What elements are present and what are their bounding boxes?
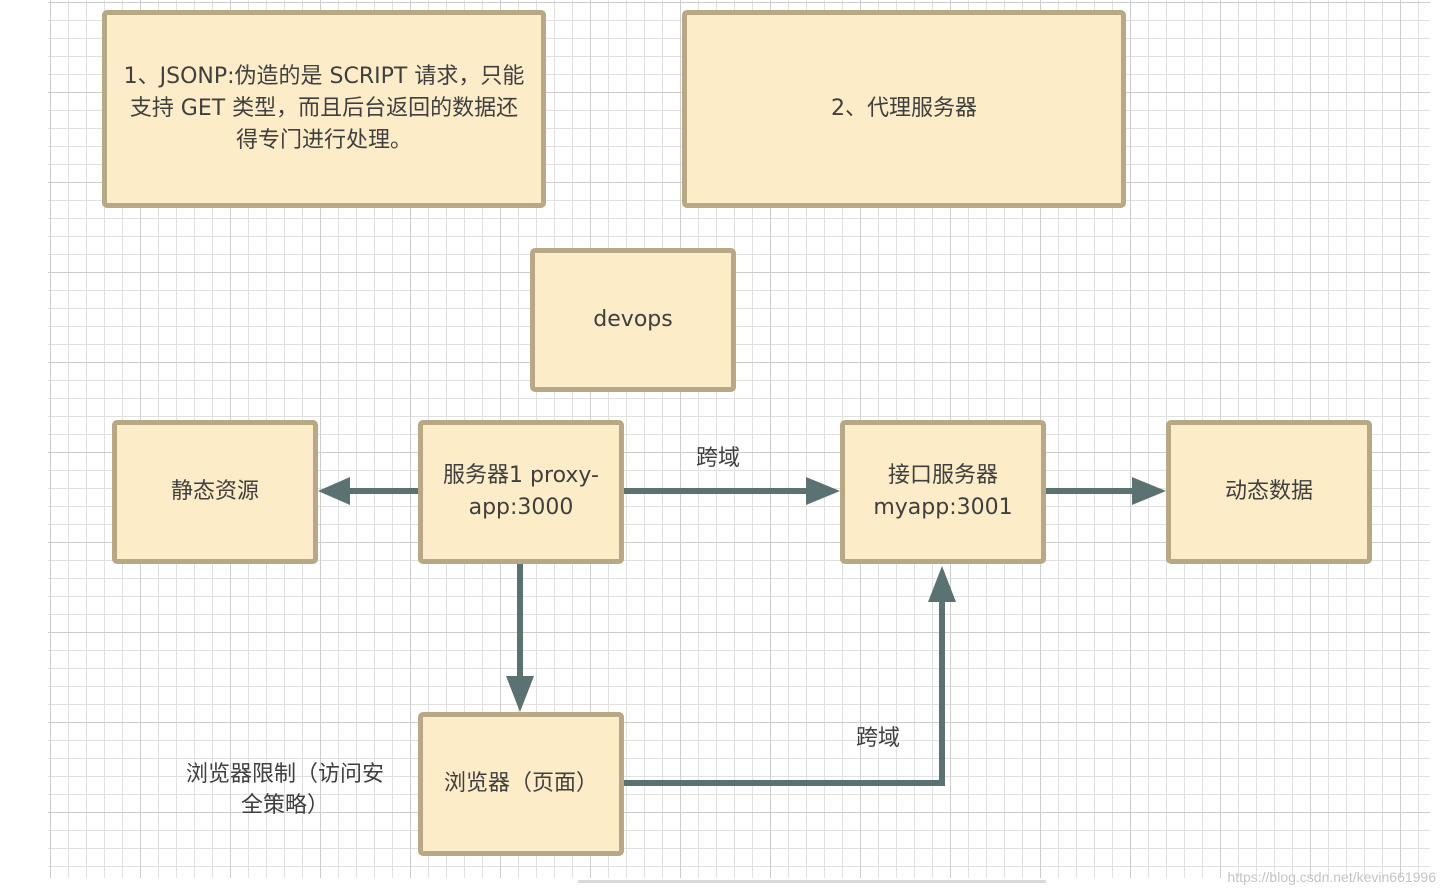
arrowhead-api-from-browser [928,566,956,602]
server1-text: 服务器1 proxy-app:3000 [443,463,599,520]
static-resources-text: 静态资源 [170,479,259,505]
browser-restriction-annotation: 浏览器限制（访问安全策略） [185,762,384,818]
browser-text: 浏览器（页面） [443,771,598,797]
arrowhead-api [806,477,840,505]
browser-box[interactable]: 浏览器（页面） [418,712,624,856]
server1-box[interactable]: 服务器1 proxy-app:3000 [418,420,624,564]
devops-text: devops [593,307,673,333]
static-resources-box[interactable]: 静态资源 [112,420,318,564]
dynamic-data-text: 动态数据 [1224,479,1313,505]
proxy-note-box[interactable]: 2、代理服务器 [682,10,1126,208]
jsonp-note-box[interactable]: 1、JSONP:伪造的是 SCRIPT 请求，只能支持 GET 类型，而且后台返… [102,10,546,208]
dynamic-data-box[interactable]: 动态数据 [1166,420,1372,564]
api-server-box[interactable]: 接口服务器 myapp:3001 [840,420,1046,564]
edge-label-cross-domain-bottom: 跨域 [856,726,901,751]
api-server-text: 接口服务器 myapp:3001 [873,463,1013,520]
jsonp-note-text: 1、JSONP:伪造的是 SCRIPT 请求，只能支持 GET 类型，而且后台返… [123,64,525,153]
arrowhead-dynamic [1132,477,1166,505]
edge-browser-to-api [622,600,945,786]
proxy-note-text: 2、代理服务器 [831,96,977,122]
devops-box[interactable]: devops [530,248,736,392]
arrowhead-static [318,477,350,505]
bottom-divider [578,880,1046,883]
edge-label-cross-domain-top: 跨域 [696,446,741,471]
watermark: https://blog.csdn.net/kevin661996 [1227,869,1436,885]
arrowhead-browser [506,676,534,712]
